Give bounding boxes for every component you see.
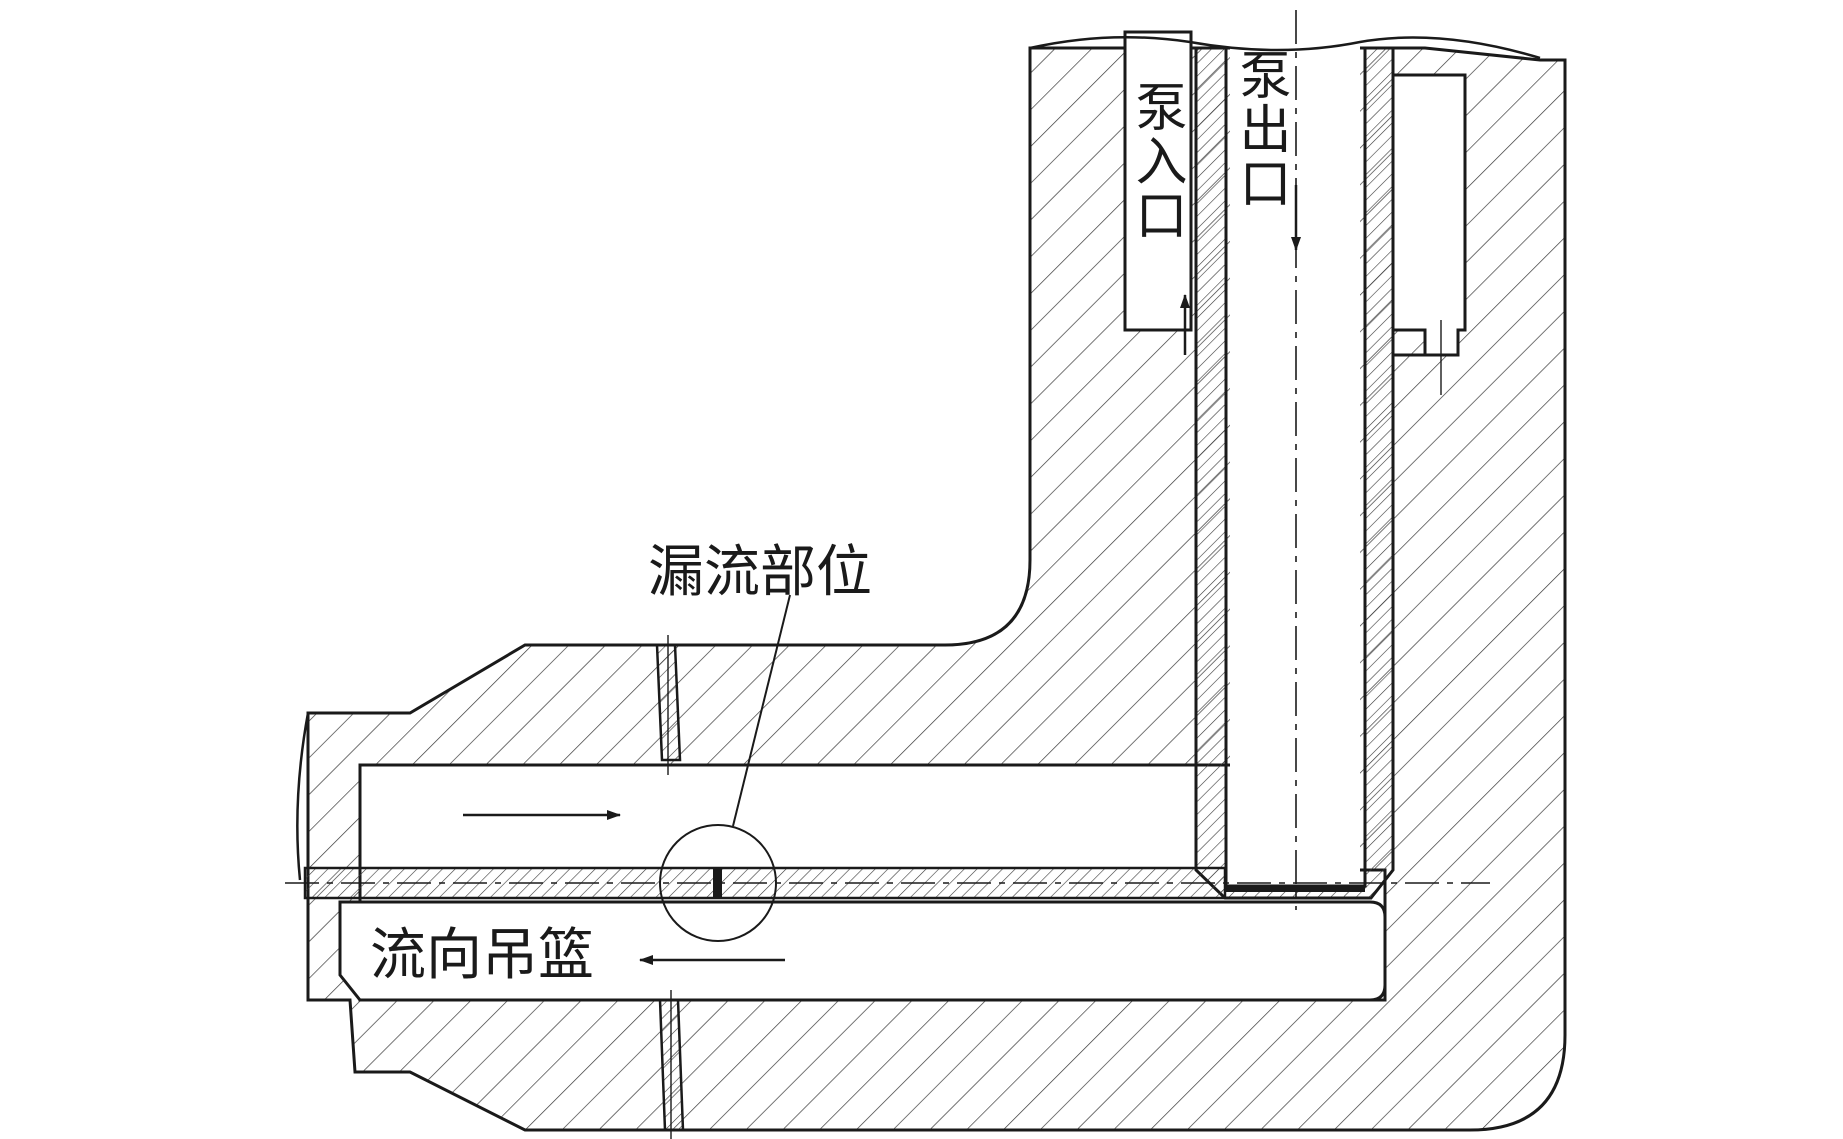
leak-location-label-text: 漏流部位 [648,540,872,605]
lower-flow-channel [338,900,1387,1002]
flow-to-basket-label-text: 流向吊篮 [370,923,594,988]
pump-inlet-label: 泵入口 [1126,80,1186,242]
pump-inlet-port [1123,30,1193,332]
divider-plug [713,868,722,898]
top-break-line [1029,35,1541,60]
pump-inlet-label-text: 泵入口 [1126,80,1186,242]
pump-outlet-label: 泵出口 [1230,48,1290,210]
pump-outlet-bore [1230,40,1360,880]
left-break-line [296,712,310,881]
leak-location-circle [659,824,777,942]
flow-to-basket-label: 流向吊篮 [366,928,598,984]
leak-leader-line [732,594,791,827]
pump-outlet-label-text: 泵出口 [1230,48,1290,210]
outlet-flange [1391,73,1467,357]
leak-location-label: 漏流部位 [648,545,872,601]
bottom-seal-bar [1226,886,1365,892]
